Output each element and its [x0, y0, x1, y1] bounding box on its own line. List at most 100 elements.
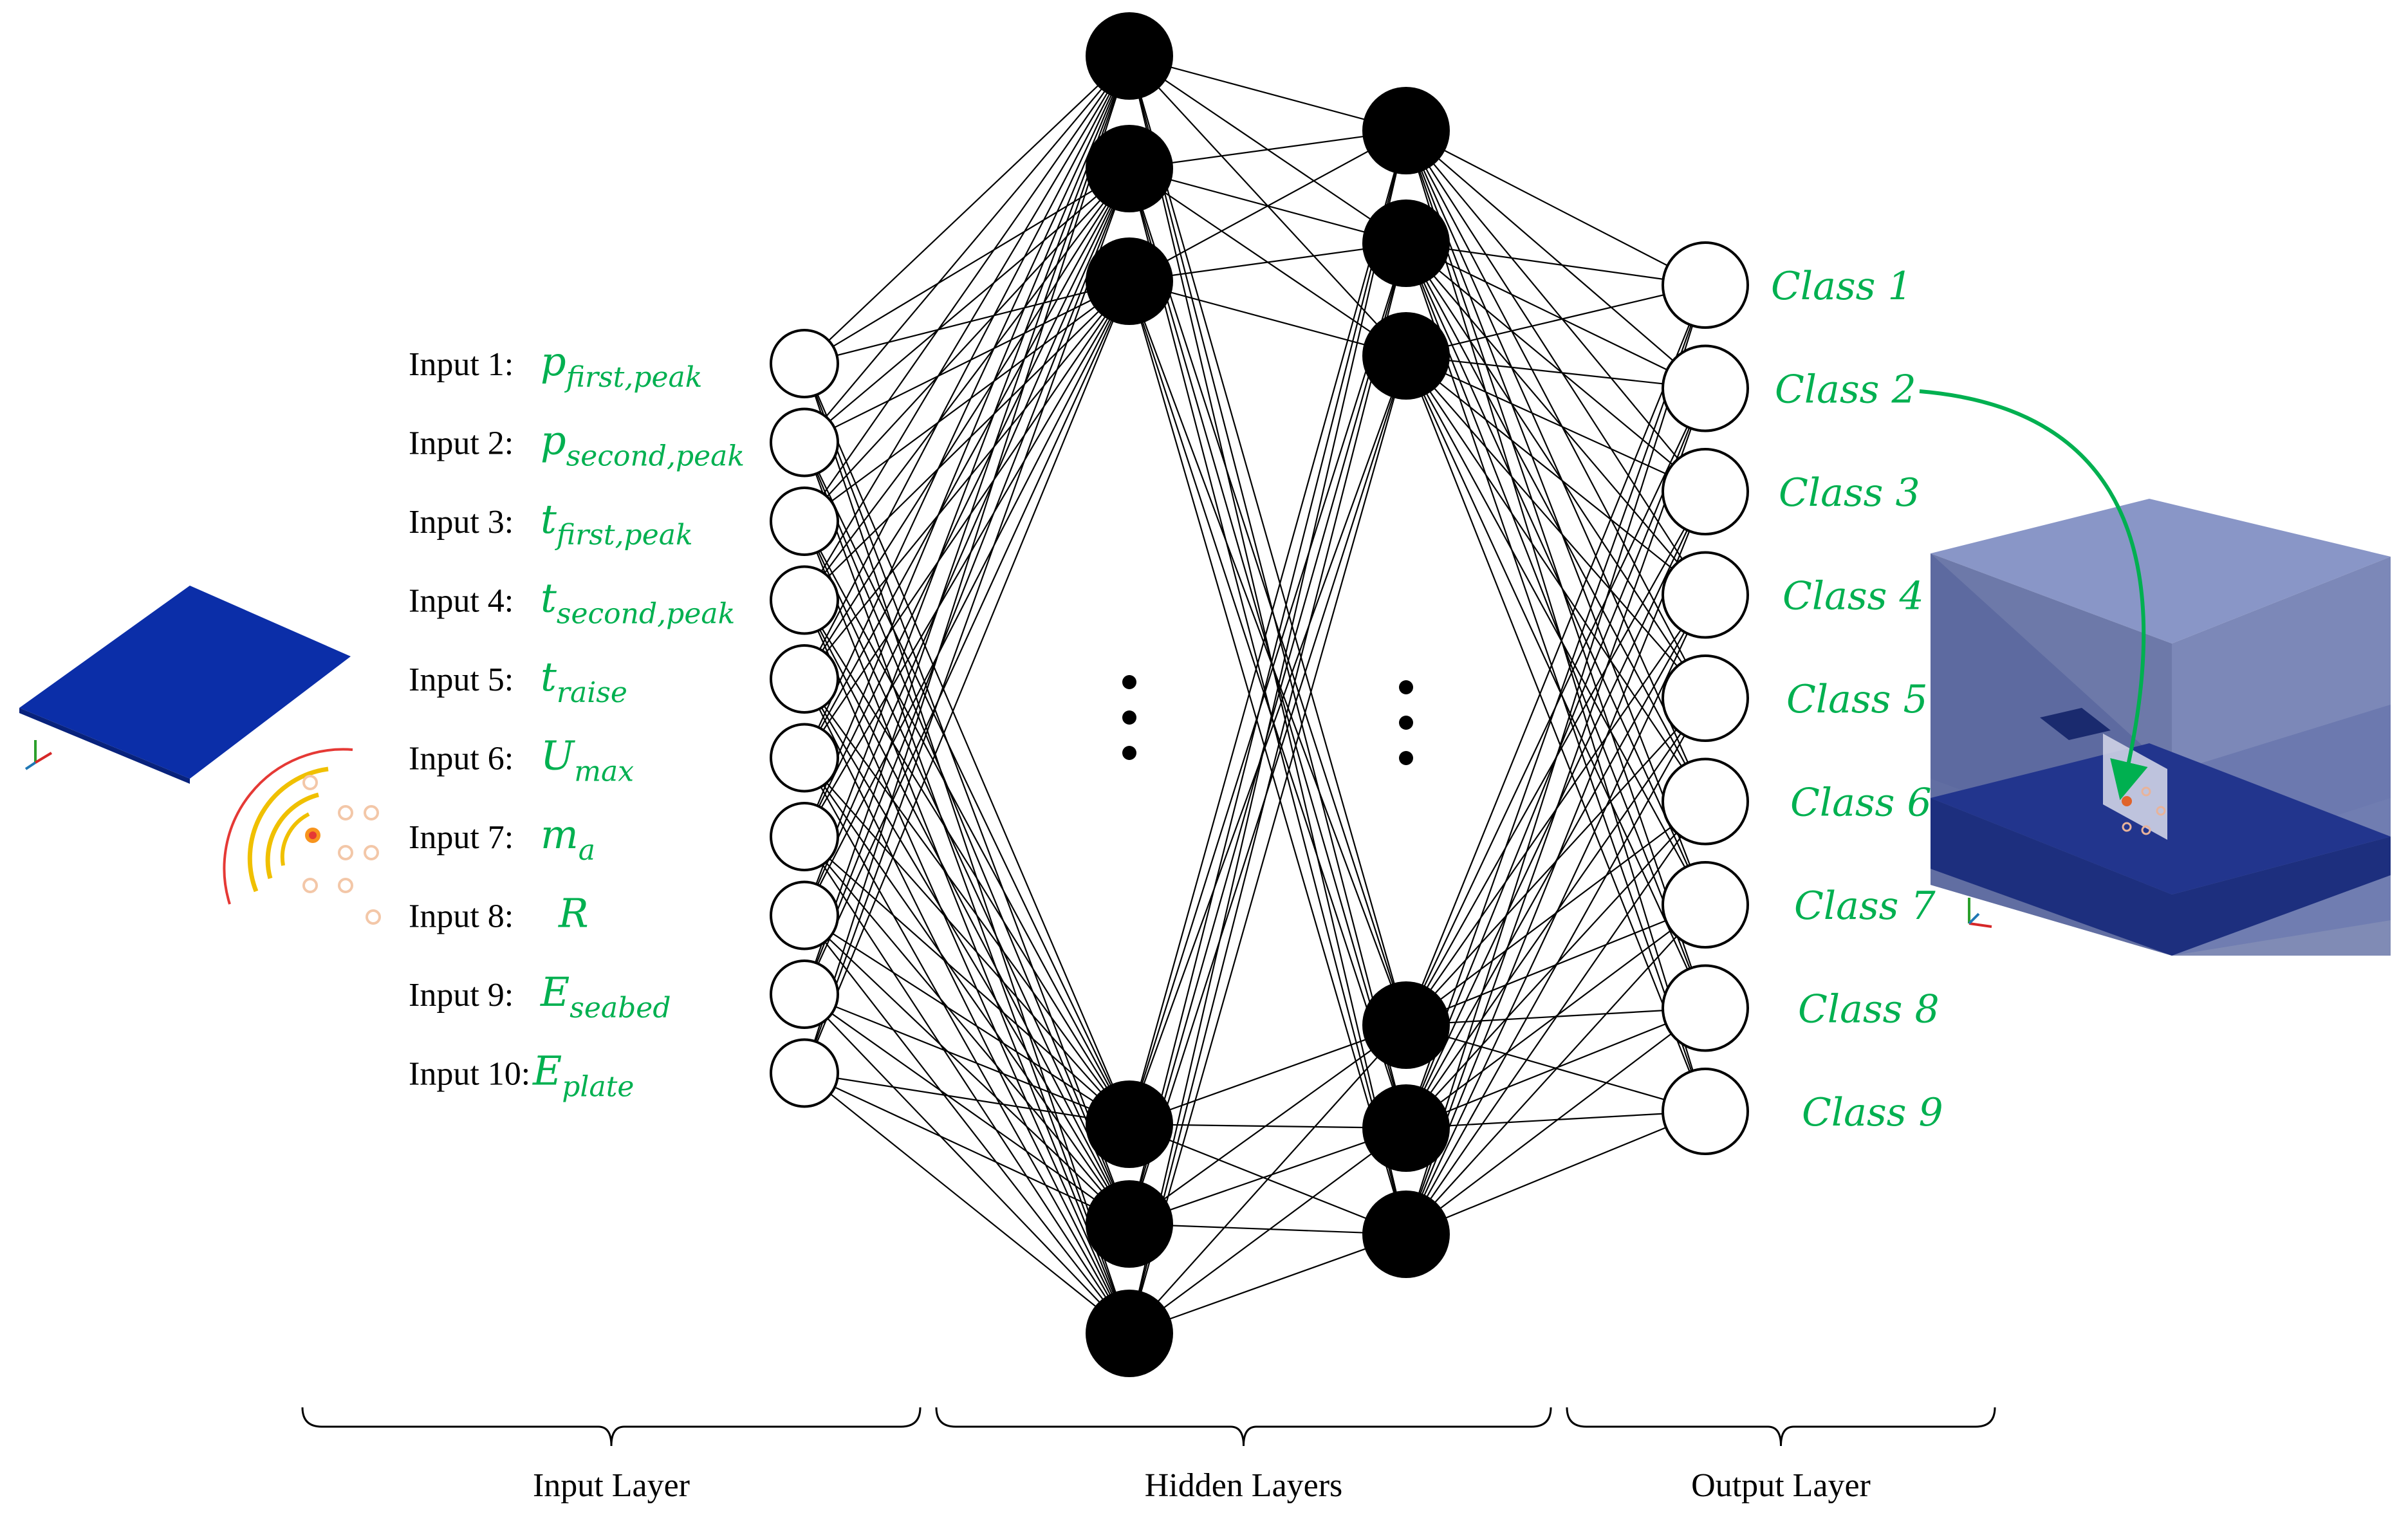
connection-edge: [804, 678, 1130, 1225]
connection-edge: [804, 55, 1130, 443]
connection-edge: [1405, 130, 1706, 389]
connection-edge: [1405, 904, 1706, 1235]
connection-edge: [1405, 130, 1707, 1112]
hidden-node: [1086, 1080, 1173, 1168]
input-node: [770, 565, 839, 635]
input-label: Input 7:: [409, 819, 514, 856]
connection-edge: [1405, 243, 1706, 389]
input-symbol: Umax: [541, 732, 634, 788]
input-layer-brace: [301, 1407, 922, 1447]
connection-edge: [804, 836, 1130, 1125]
connection-edge: [803, 521, 1131, 1334]
output-class-label: Class 3: [1779, 470, 1920, 515]
input-node: [770, 959, 839, 1029]
connection-edge: [1405, 904, 1706, 1129]
connection-edge: [1405, 1110, 1706, 1129]
connection-edge: [803, 55, 1131, 1073]
connection-edge: [1129, 280, 1407, 357]
connection-edge: [1405, 130, 1706, 492]
connection-edge: [804, 678, 1130, 1334]
hidden-layers-brace: [935, 1407, 1552, 1447]
connection-edge: [803, 281, 1131, 1073]
connection-edge: [1129, 1024, 1407, 1334]
connection-edge: [1129, 1127, 1407, 1225]
connection-edge: [804, 914, 1130, 1334]
input-label: Input 1:: [409, 346, 514, 383]
input-symbol: pfirst,peak: [541, 338, 702, 394]
input-symbol: Eplate: [532, 1048, 634, 1104]
output-node: [1662, 757, 1749, 846]
connection-edge: [804, 1072, 1130, 1334]
ellipsis-dot: [1122, 710, 1136, 725]
input-node: [770, 802, 839, 871]
connection-edge: [1405, 284, 1707, 1026]
connection-edge: [803, 363, 1131, 1334]
connection-edge: [803, 168, 1131, 1073]
hidden-node: [1362, 312, 1450, 400]
connection-edge: [1129, 1223, 1407, 1236]
connection-edge: [1405, 355, 1707, 1112]
hidden-node: [1086, 125, 1173, 212]
connection-edge: [804, 168, 1130, 837]
connection-edge: [803, 600, 1131, 1334]
output-class-label: Class 6: [1790, 781, 1932, 826]
input-symbol: Eseabed: [540, 969, 671, 1024]
connection-edge: [803, 168, 1131, 916]
connection-edge: [1128, 130, 1407, 1125]
input-label: Input 8:: [409, 898, 514, 935]
connection-edge: [1405, 243, 1706, 802]
output-node: [1662, 241, 1749, 329]
output-node: [1662, 448, 1749, 535]
connection-edge: [1405, 355, 1706, 493]
connection-edge: [1129, 1123, 1407, 1129]
connection-edge: [804, 757, 1130, 1334]
connection-edge: [1405, 284, 1707, 1129]
output-node: [1662, 344, 1749, 432]
axis-triad-icon: [1968, 898, 1992, 928]
connection-edge: [1129, 129, 1407, 170]
input-label: Input 3:: [409, 504, 514, 541]
connection-edge: [1129, 55, 1407, 132]
connection-edge: [1405, 1007, 1706, 1129]
hidden-node: [1362, 87, 1450, 174]
connection-edge: [1405, 243, 1707, 905]
connection-edge: [804, 836, 1130, 1334]
connection-edge: [804, 281, 1130, 680]
connection-edge: [1405, 130, 1706, 596]
output-node: [1662, 1068, 1749, 1155]
connection-edge: [1128, 130, 1407, 1225]
connection-edge: [803, 281, 1131, 995]
hidden-layers-label: Hidden Layers: [1145, 1467, 1343, 1504]
connection-edge: [804, 678, 1130, 1125]
ellipsis-dot: [1399, 716, 1413, 730]
connection-edge: [804, 442, 1130, 1125]
connection-edge: [804, 55, 1130, 522]
connection-edge: [1129, 1024, 1407, 1225]
connection-edge: [1405, 355, 1706, 389]
connection-edge: [1128, 281, 1407, 1129]
output-class-label: Class 2: [1775, 367, 1916, 412]
connection-edge: [1129, 242, 1407, 283]
input-symbol: ma: [541, 811, 595, 867]
connection-edge: [1128, 243, 1407, 1125]
output-node: [1662, 964, 1749, 1052]
hidden-node: [1086, 1290, 1173, 1377]
ellipsis-dots: [1122, 675, 1413, 765]
input-node: [770, 487, 839, 556]
connection-edge: [1405, 243, 1706, 492]
connection-edge: [803, 363, 1131, 1125]
connection-edge: [1129, 1127, 1407, 1334]
connection-edge: [1128, 355, 1407, 1125]
input-label: Input 4:: [409, 583, 514, 620]
output-class-label: Class 8: [1798, 987, 1940, 1032]
output-layer-label: Output Layer: [1691, 1467, 1871, 1504]
connection-edge: [804, 836, 1130, 1225]
input-node: [770, 644, 839, 714]
connection-edge: [803, 442, 1131, 1225]
connection-edge: [1129, 1233, 1407, 1335]
output-class-label: Class 9: [1802, 1090, 1943, 1135]
ellipsis-dot: [1122, 746, 1136, 760]
connection-edge: [1405, 243, 1707, 1008]
connection-edge: [1405, 388, 1707, 1235]
input-node: [770, 880, 839, 950]
